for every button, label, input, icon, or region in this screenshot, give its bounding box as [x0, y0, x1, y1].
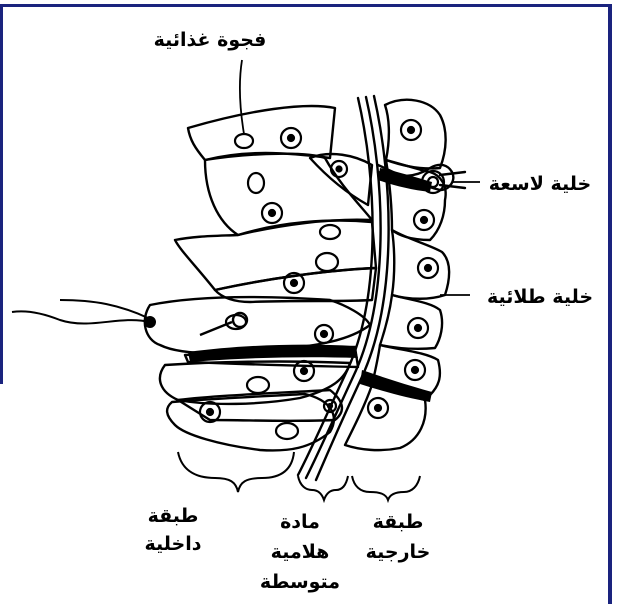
mesoglea-label-line3: متوسطة	[260, 571, 340, 593]
inner-layer-label-line2: داخلية	[145, 533, 202, 555]
mesoglea-label-line2: هلامية	[271, 541, 330, 563]
stinging-cell-label: خلية لاسعة	[489, 173, 591, 195]
layer-brackets	[178, 452, 420, 500]
food-vacuole-label: فجوة غذائية	[154, 29, 267, 51]
inner-layer-label-line1: طبقة	[148, 505, 199, 527]
mesoglea-label-line1: مادة	[280, 511, 320, 533]
epithelial-cell-label: خلية طلائية	[487, 286, 593, 308]
inner-layer-cells	[145, 106, 376, 450]
outer-layer-label-line2: خارجية	[366, 541, 431, 563]
outer-layer-label-line1: طبقة	[373, 511, 424, 533]
outer-layer-cells	[345, 100, 449, 450]
mesoglea-lines	[298, 96, 389, 480]
flagellum	[12, 300, 155, 327]
